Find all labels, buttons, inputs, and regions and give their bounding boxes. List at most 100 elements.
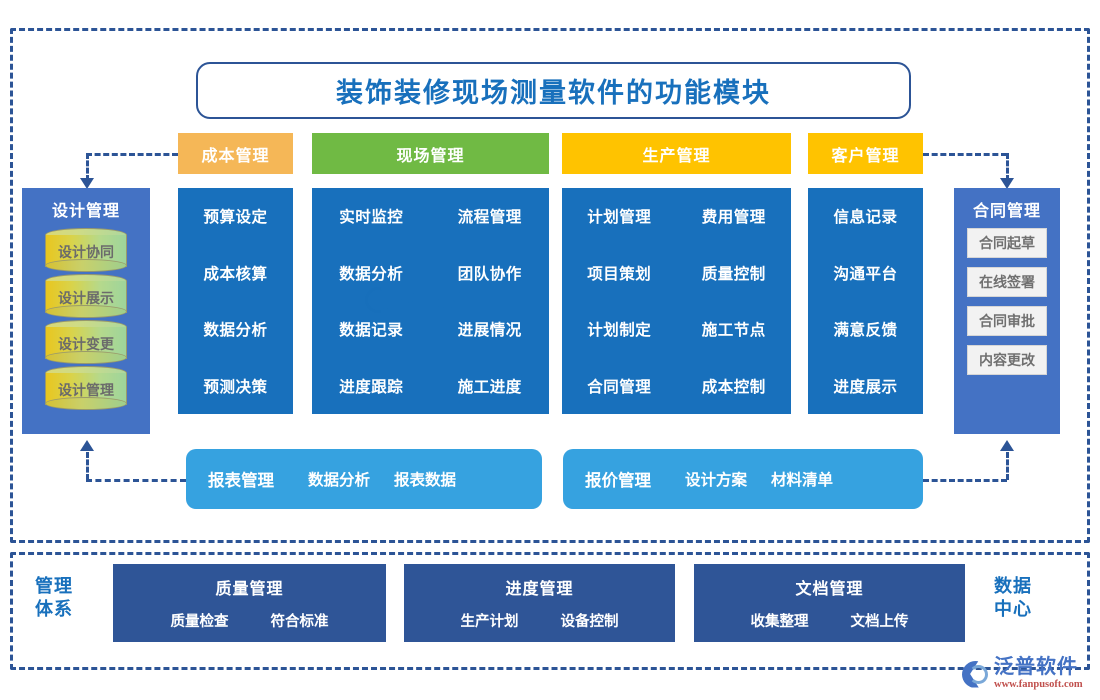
- progress-box-item[interactable]: 设备控制: [560, 614, 619, 630]
- management-system-label-line1: 管理: [35, 576, 73, 596]
- cylinder-bottom: [45, 397, 127, 410]
- arrowhead-down-design: [80, 178, 94, 189]
- contract-item[interactable]: 在线签署: [967, 267, 1047, 297]
- customer-item[interactable]: 信息记录: [833, 209, 898, 227]
- connector-cust-to-contract-horizontal: [923, 153, 1007, 156]
- cost-item[interactable]: 预算设定: [203, 209, 268, 227]
- design-panel-title: 设计管理: [51, 203, 120, 220]
- design-cylinder-list: 设计协同 设计展示 设计变更 设计管理: [45, 228, 127, 410]
- bottom-dashed-frame: [10, 552, 1090, 670]
- document-box-items: 收集整理 文档上传: [751, 610, 909, 631]
- production-item[interactable]: 计划制定: [587, 322, 652, 340]
- production-item[interactable]: 计划管理: [587, 209, 652, 227]
- connector-cust-to-contract-vertical: [1006, 153, 1009, 181]
- report-bar-item[interactable]: 数据分析: [308, 472, 371, 489]
- tab-customer-label: 客户管理: [831, 147, 900, 165]
- quality-box-item[interactable]: 质量检查: [170, 614, 229, 630]
- progress-management-box[interactable]: 进度管理 生产计划 设备控制: [404, 564, 675, 642]
- site-item[interactable]: 流程管理: [457, 209, 522, 227]
- quotation-bar-item[interactable]: 设计方案: [685, 472, 748, 489]
- connector-cost-to-design-horizontal: [86, 153, 178, 156]
- cylinder-bottom: [45, 305, 127, 318]
- data-center-label-line1: 数据: [994, 576, 1032, 596]
- arrowhead-down-contract: [1000, 178, 1014, 189]
- connector-cost-to-design-vertical: [86, 153, 89, 181]
- cost-item[interactable]: 预测决策: [203, 378, 268, 396]
- tab-customer-management[interactable]: 客户管理: [808, 133, 923, 174]
- connector-report-to-design-vertical: [86, 452, 89, 480]
- production-item[interactable]: 费用管理: [701, 209, 766, 227]
- page-title: 装饰装修现场测量软件的功能模块: [336, 78, 771, 108]
- site-item-grid: 实时监控 流程管理 数据分析 团队协作 数据记录 进展情况 进度跟踪 施工进度: [312, 188, 549, 414]
- production-item[interactable]: 项目策划: [587, 265, 652, 283]
- logo-company-name: 泛普软件: [994, 656, 1078, 679]
- site-item[interactable]: 实时监控: [339, 209, 404, 227]
- contract-item[interactable]: 内容更改: [967, 345, 1047, 375]
- report-bar-title: 报表管理: [208, 472, 274, 490]
- document-box-item[interactable]: 文档上传: [850, 614, 909, 630]
- contract-item[interactable]: 合同起草: [967, 228, 1047, 258]
- connector-quote-to-contract-vertical: [1006, 452, 1009, 480]
- document-box-item[interactable]: 收集整理: [750, 614, 809, 630]
- report-management-bar[interactable]: 报表管理 数据分析 报表数据: [186, 449, 542, 509]
- progress-box-item[interactable]: 生产计划: [460, 614, 519, 630]
- customer-item[interactable]: 沟通平台: [833, 265, 898, 283]
- cylinder-label: 设计变更: [58, 336, 114, 352]
- cylinder-icon-design-display[interactable]: 设计展示: [45, 274, 127, 318]
- customer-item[interactable]: 进度展示: [833, 378, 898, 396]
- logo-url: www.fanpusoft.com: [994, 679, 1083, 691]
- production-item[interactable]: 质量控制: [701, 265, 766, 283]
- cost-item-grid: 预算设定 成本核算 数据分析 预测决策: [178, 188, 293, 414]
- customer-item-grid: 信息记录 沟通平台 满意反馈 进度展示: [808, 188, 923, 414]
- site-item[interactable]: 施工进度: [457, 378, 522, 396]
- production-item[interactable]: 成本控制: [701, 378, 766, 396]
- fanpu-logo-icon: [962, 660, 989, 688]
- arrowhead-up-design: [80, 440, 94, 451]
- production-item[interactable]: 施工节点: [701, 322, 766, 340]
- progress-box-title: 进度管理: [505, 581, 574, 598]
- top-dashed-frame: [10, 28, 1090, 543]
- contract-management-panel[interactable]: 合同管理 合同起草 在线签署 合同审批 内容更改: [954, 188, 1060, 434]
- tab-site-management[interactable]: 现场管理: [312, 133, 549, 174]
- customer-item[interactable]: 满意反馈: [833, 322, 898, 340]
- quality-box-items: 质量检查 符合标准: [171, 610, 329, 631]
- cylinder-label: 设计展示: [58, 290, 114, 306]
- site-item[interactable]: 数据分析: [339, 265, 404, 283]
- tab-production-management[interactable]: 生产管理: [562, 133, 791, 174]
- quotation-bar-item[interactable]: 材料清单: [771, 472, 834, 489]
- progress-box-items: 生产计划 设备控制: [461, 610, 619, 631]
- cylinder-bottom: [45, 259, 127, 272]
- site-item[interactable]: 进度跟踪: [339, 378, 404, 396]
- column-cost-management: 预算设定 成本核算 数据分析 预测决策: [178, 188, 293, 414]
- site-item[interactable]: 进展情况: [457, 322, 522, 340]
- cylinder-label: 设计管理: [58, 382, 114, 398]
- management-system-label-line2: 体系: [35, 598, 73, 619]
- site-item[interactable]: 团队协作: [457, 265, 522, 283]
- document-management-box[interactable]: 文档管理 收集整理 文档上传: [694, 564, 965, 642]
- column-site-management: 实时监控 流程管理 数据分析 团队协作 数据记录 进展情况 进度跟踪 施工进度: [312, 188, 549, 414]
- cylinder-icon-design-manage[interactable]: 设计管理: [45, 366, 127, 410]
- connector-report-to-design-horizontal: [86, 479, 186, 482]
- brand-logo: 泛普软件 www.fanpusoft.com: [962, 652, 1094, 696]
- site-item[interactable]: 数据记录: [339, 322, 404, 340]
- document-box-title: 文档管理: [795, 581, 864, 598]
- report-bar-item[interactable]: 报表数据: [394, 472, 457, 489]
- production-item[interactable]: 合同管理: [587, 378, 652, 396]
- design-management-panel[interactable]: 设计管理 设计协同 设计展示 设计变更: [22, 188, 150, 434]
- cylinder-label: 设计协同: [58, 244, 114, 260]
- quotation-bar-items: 设计方案 材料清单: [685, 468, 833, 490]
- contract-item[interactable]: 合同审批: [967, 306, 1047, 336]
- quality-management-box[interactable]: 质量管理 质量检查 符合标准: [113, 564, 386, 642]
- cylinder-icon-design-collab[interactable]: 设计协同: [45, 228, 127, 272]
- cost-item[interactable]: 数据分析: [203, 322, 268, 340]
- quality-box-item[interactable]: 符合标准: [270, 614, 329, 630]
- data-center-label: 数据 中心: [985, 575, 1041, 620]
- tab-cost-management[interactable]: 成本管理: [178, 133, 293, 174]
- cost-item[interactable]: 成本核算: [203, 265, 268, 283]
- cylinder-icon-design-change[interactable]: 设计变更: [45, 320, 127, 364]
- quotation-management-bar[interactable]: 报价管理 设计方案 材料清单: [563, 449, 923, 509]
- column-customer-management: 信息记录 沟通平台 满意反馈 进度展示: [808, 188, 923, 414]
- contract-panel-title: 合同管理: [972, 203, 1041, 220]
- contract-item-list: 合同起草 在线签署 合同审批 内容更改: [967, 228, 1047, 375]
- cylinder-bottom: [45, 351, 127, 364]
